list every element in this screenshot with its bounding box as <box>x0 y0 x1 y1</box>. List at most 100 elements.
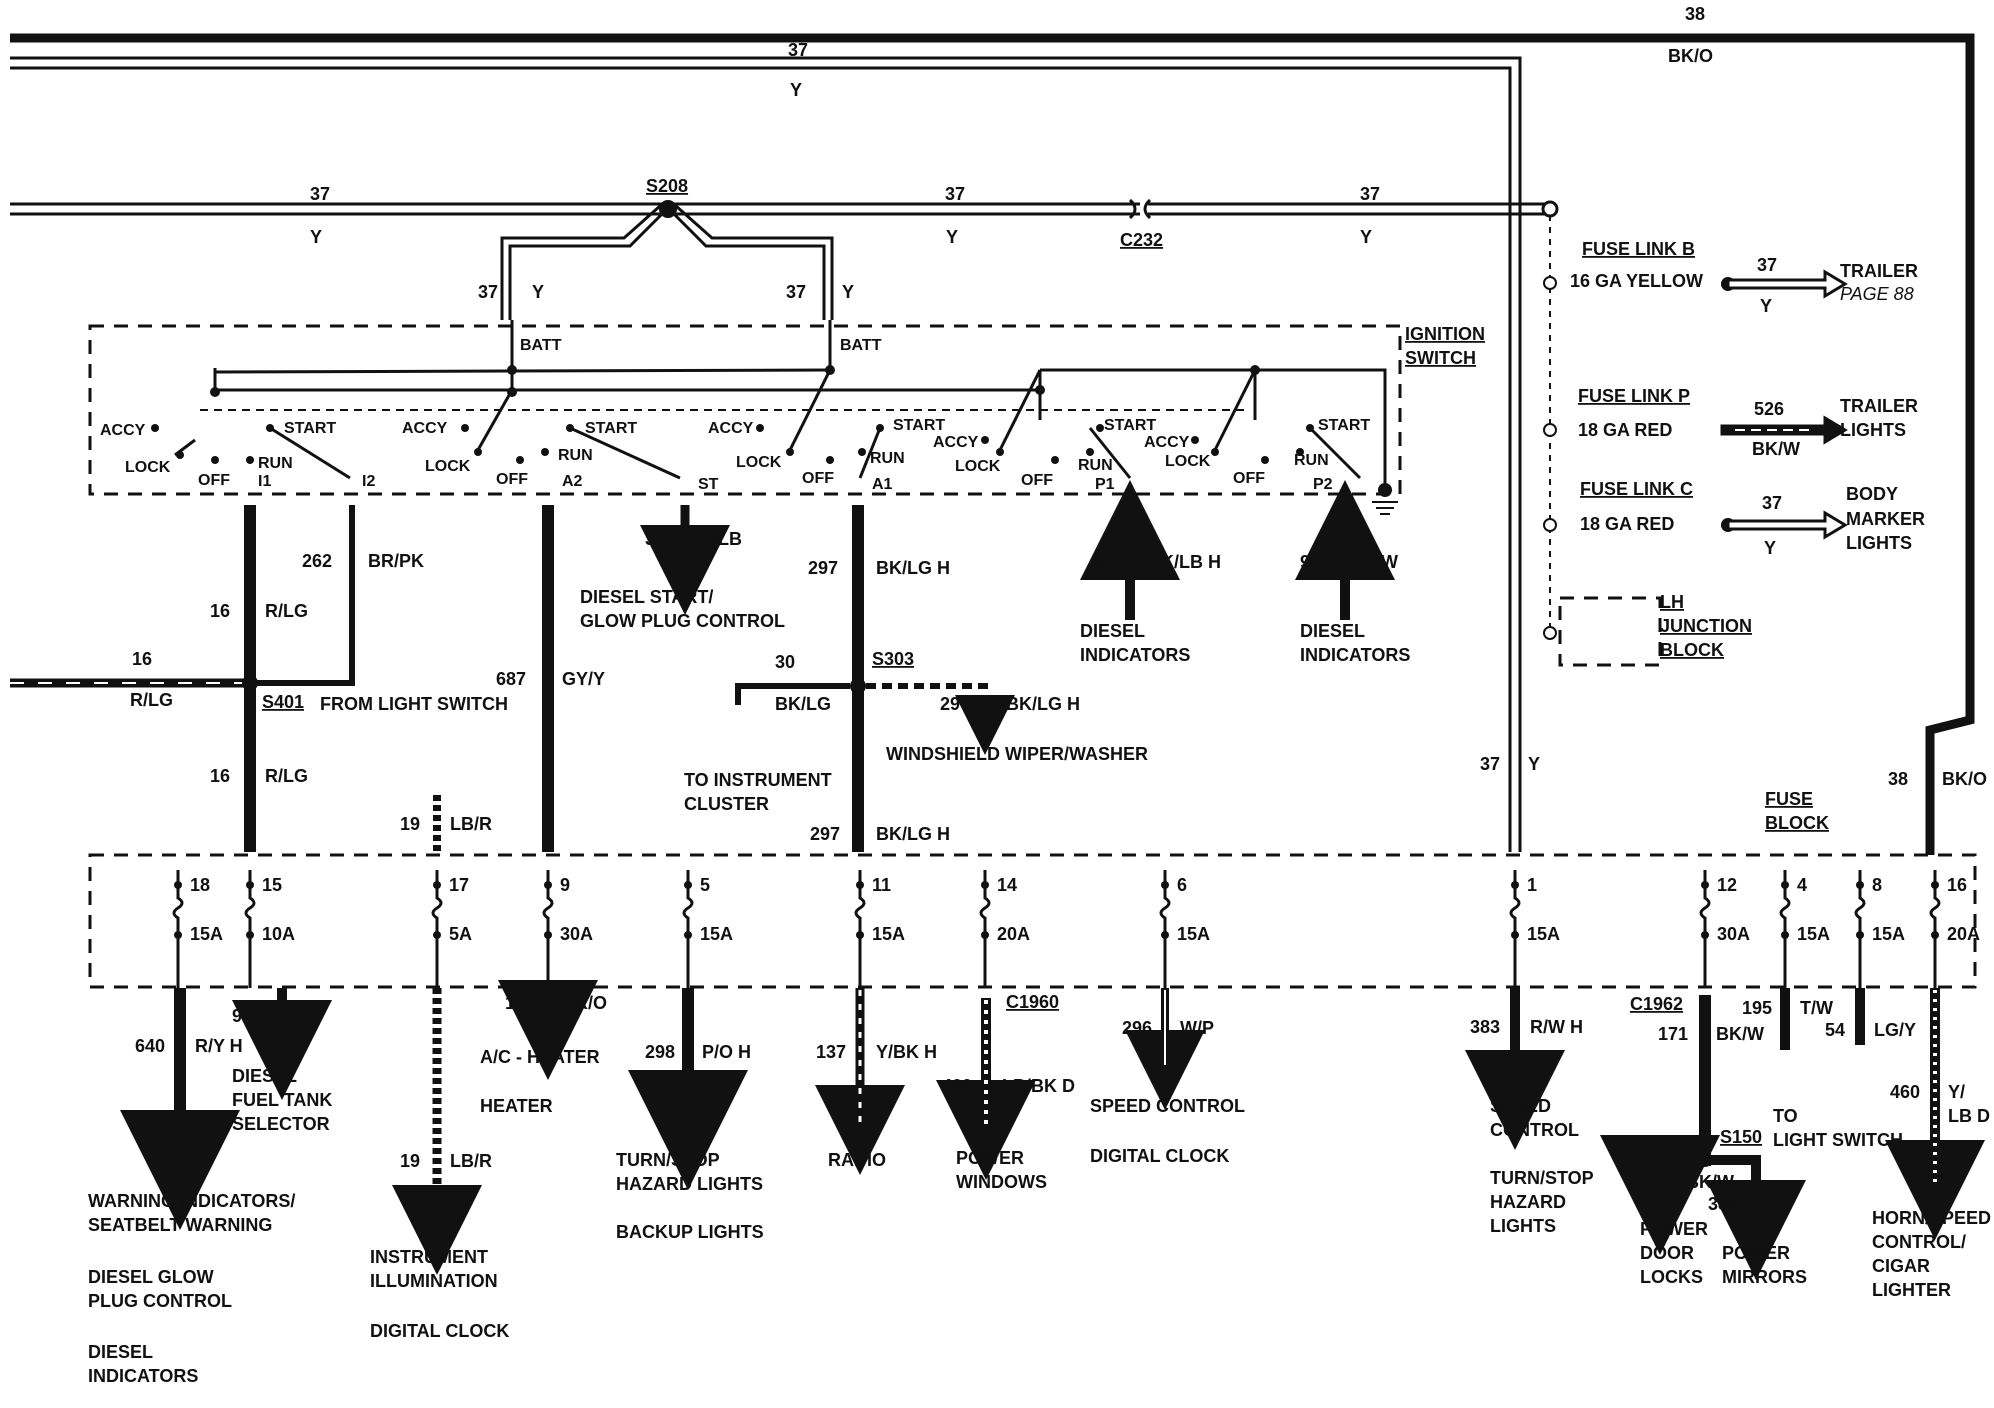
w262-num: 262 <box>302 551 332 571</box>
out383-3: TURN/STOP <box>1490 1168 1594 1188</box>
fuse-number: 17 <box>449 875 469 895</box>
w37a-num: 37 <box>788 40 808 60</box>
w19b-num: 19 <box>400 1151 420 1171</box>
out973-2: FUEL TANK <box>232 1090 332 1110</box>
w137-num: 137 <box>816 1042 846 1062</box>
s150-label: S150 <box>1720 1127 1762 1147</box>
out298-3: BACKUP LIGHTS <box>616 1222 764 1242</box>
w16-top-num: 16 <box>210 601 230 621</box>
to-cluster-1: TO INSTRUMENT <box>684 770 832 790</box>
fl-c-arrow <box>1726 510 1848 540</box>
accy-4: ACCY <box>933 434 979 451</box>
fl-p-dest2: LIGHTS <box>1840 420 1906 440</box>
w383-color: R/W H <box>1530 1017 1583 1037</box>
out640-3: DIESEL GLOW <box>88 1267 214 1287</box>
accy-2: ACCY <box>402 420 448 437</box>
out298-1: TURN/STOP <box>616 1150 720 1170</box>
fl-c-dest1: BODY <box>1846 484 1898 504</box>
w37r-num: 37 <box>1480 754 1500 774</box>
fuse-amperage: 20A <box>997 924 1030 944</box>
s208-label: S208 <box>646 176 688 196</box>
horn-3: CIGAR <box>1872 1256 1930 1276</box>
w38-num: 38 <box>1685 4 1705 24</box>
to-ls-1: TO <box>1773 1106 1798 1126</box>
fl-c-wire-color: Y <box>1764 538 1776 558</box>
w297b-color: BK/LG H <box>1006 694 1080 714</box>
w171b-color: BK/W <box>1686 1172 1734 1192</box>
fuse-number: 1 <box>1527 875 1537 895</box>
fuse-number: 4 <box>1797 875 1807 895</box>
wire-30 <box>735 683 850 705</box>
ignition-title-1: IGNITION <box>1405 324 1485 344</box>
fuse-amperage: 20A <box>1947 924 1980 944</box>
off-2: OFF <box>496 471 528 488</box>
start-4: START <box>1104 417 1156 434</box>
out640-6: INDICATORS <box>88 1366 198 1386</box>
fuse-amperage: 15A <box>700 924 733 944</box>
lh-1: LH <box>1660 592 1684 612</box>
fuse-block-box <box>88 853 1977 989</box>
fuse-amperage: 15A <box>1527 924 1560 944</box>
fuse-amperage: 30A <box>1717 924 1750 944</box>
fuse-number: 6 <box>1177 875 1187 895</box>
fuse-amperage: 15A <box>190 924 223 944</box>
w54-num: 54 <box>1825 1020 1845 1040</box>
run-5: RUN <box>1294 452 1329 469</box>
out296-1: SPEED CONTROL <box>1090 1096 1245 1116</box>
off-4: OFF <box>1021 472 1053 489</box>
w19-num: 19 <box>400 814 420 834</box>
w296-color: W/P <box>1180 1018 1214 1038</box>
w973-num: 973 <box>232 1006 262 1026</box>
accy-5: ACCY <box>1144 434 1190 451</box>
lock-3: LOCK <box>736 454 782 471</box>
fl-b-arrow <box>1726 269 1848 299</box>
off-5: OFF <box>1233 470 1265 487</box>
w195-color: T/W <box>1800 998 1833 1018</box>
term-st: ST <box>698 476 719 493</box>
w16-bottom-num: 16 <box>210 766 230 786</box>
pm-1: POWER <box>1722 1243 1790 1263</box>
w41-color: BK/LB H <box>1148 552 1221 572</box>
fuse-number: 9 <box>560 875 570 895</box>
out640-1: WARNING INDICATORS/ <box>88 1191 295 1211</box>
w16-left-color: R/LG <box>130 690 173 710</box>
diesel-ind-4: INDICATORS <box>1300 645 1410 665</box>
term-p1: P1 <box>1095 476 1115 493</box>
w400-num: 400 <box>942 1076 972 1096</box>
fl-b-wire-color: Y <box>1760 296 1772 316</box>
w640-num: 640 <box>135 1036 165 1056</box>
w298-color: P/O H <box>702 1042 751 1062</box>
from-light-switch: FROM LIGHT SWITCH <box>320 694 508 714</box>
s303-label: S303 <box>872 649 914 669</box>
fuse-number: 15 <box>262 875 282 895</box>
w296-num: 296 <box>1122 1018 1152 1038</box>
w30-color: BK/LG <box>775 694 831 714</box>
fuse-number: 18 <box>190 875 210 895</box>
fuse-block-1: FUSE <box>1765 789 1813 809</box>
wire-297b <box>866 683 1015 755</box>
fl-p-wire-color: BK/W <box>1752 439 1800 459</box>
out640-2: SEATBELT WARNING <box>88 1215 272 1235</box>
start-5: START <box>1318 417 1370 434</box>
fuse-amperage: 15A <box>1797 924 1830 944</box>
w977-color: P/W <box>1364 552 1398 572</box>
pm-2: MIRRORS <box>1722 1267 1807 1287</box>
top-wire-38 <box>10 33 1975 855</box>
batt-label-left: BATT <box>520 337 562 354</box>
out137: RADIO <box>828 1150 886 1170</box>
w32-num: 32 <box>645 529 665 549</box>
fl-c-title: FUSE LINK C <box>1580 479 1693 499</box>
c1960-label: C1960 <box>1006 992 1059 1012</box>
lock-1: LOCK <box>125 459 171 476</box>
ignition-switch-box <box>88 324 1402 496</box>
fuse-number: 14 <box>997 875 1017 895</box>
pdl-2: DOOR <box>1640 1243 1694 1263</box>
